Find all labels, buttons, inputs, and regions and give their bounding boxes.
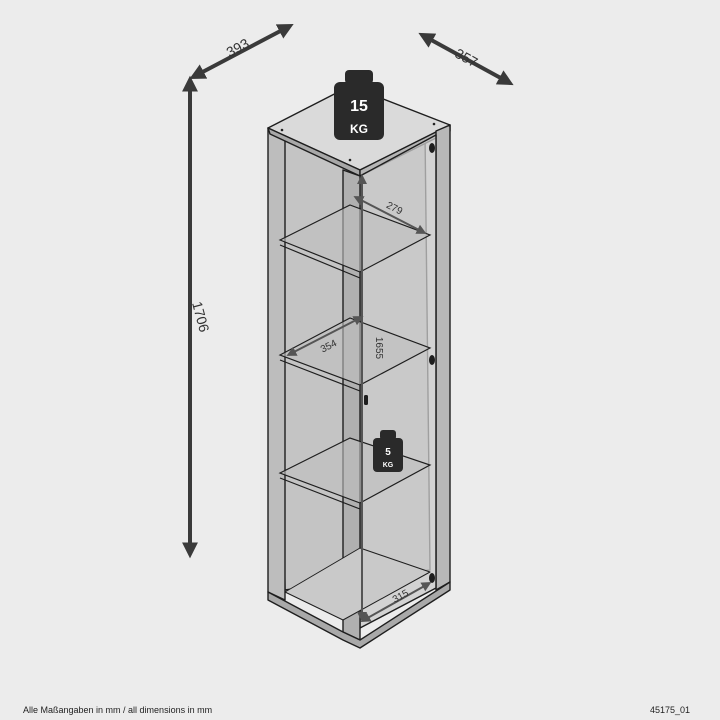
units-note: Alle Maßangaben in mm / all dimensions i… bbox=[23, 705, 213, 715]
weight-top-value: 15 bbox=[350, 98, 368, 115]
cabinet-right-side bbox=[435, 124, 451, 591]
weight-top-15kg: 15 KG bbox=[334, 70, 384, 140]
hinge-middle bbox=[429, 355, 435, 365]
weight-shelf-value: 5 bbox=[385, 447, 391, 458]
cabinet-left-side bbox=[267, 127, 286, 601]
article-code: 45175_01 bbox=[649, 705, 690, 715]
dim-shelf-width-arrow bbox=[286, 316, 364, 356]
door-lock bbox=[364, 395, 368, 405]
dim-width-label: 393 bbox=[224, 35, 252, 60]
dim-depth-arrow bbox=[418, 32, 514, 86]
dim-width-arrow bbox=[189, 24, 294, 79]
weight-top-unit: KG bbox=[350, 122, 368, 136]
hinge-bottom bbox=[429, 573, 435, 583]
cabinet-bottom bbox=[267, 581, 451, 649]
dim-inner-height-label: 1655 bbox=[373, 337, 384, 360]
dim-bottom-depth-arrow bbox=[360, 582, 432, 622]
dim-height-label: 1706 bbox=[189, 300, 213, 334]
hinge-top bbox=[429, 143, 435, 153]
dim-shelf-depth-arrow bbox=[353, 196, 427, 234]
weight-shelf-5kg: 5 KG bbox=[373, 430, 403, 472]
weight-shelf-unit: KG bbox=[383, 462, 394, 469]
